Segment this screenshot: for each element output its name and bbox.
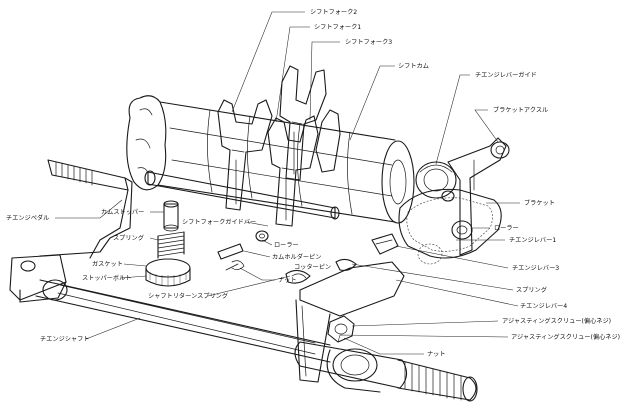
label-shift-fork-3: シフトフォーク3 (345, 39, 392, 46)
label-collar-pin: コッターピン (294, 263, 331, 271)
leader-lines (55, 11, 520, 355)
label-shift-drum: シフトカム (398, 63, 429, 70)
label-adjust-screw-1: アジャスティングスクリュー(偏心ネジ) (502, 317, 611, 325)
change-shaft-drawing (35, 279, 478, 402)
small-parts-drawing (145, 200, 311, 287)
label-return-spring: シャフトリターンスプリング (148, 292, 228, 300)
label-shift-fork-1: シフトフォーク1 (314, 24, 361, 31)
label-change-shaft: チエンジシャフト (40, 336, 90, 343)
label-shift-fork-2: シフトフォーク2 (310, 9, 357, 16)
bracket-assembly-drawing (295, 137, 510, 383)
label-adjust-screw-2: アジャスティングスクリュー(偏心ネジ) (511, 333, 620, 341)
label-roller-1: ローラー (274, 242, 299, 249)
label-change-lever-3: チエンジレバー3 (512, 265, 559, 272)
label-spring-2: スプリング (516, 286, 547, 294)
label-spring-1: スプリング (113, 234, 144, 242)
label-bracket-axle: ブラケットアクスル (493, 106, 548, 114)
change-pedal-drawing (9, 159, 133, 303)
label-gasket: ガスケット (92, 260, 123, 268)
label-stopper-bolt: ストッパーボルト (82, 274, 132, 282)
label-roller-2: ローラー (494, 225, 519, 232)
label-nut-2: ナット (427, 351, 446, 358)
label-bracket: ブラケット (524, 199, 555, 207)
part-labels: シフトフォーク2 シフトフォーク1 シフトフォーク3 シフトカム チエンジレバー… (6, 9, 620, 358)
label-change-pedal: チエンジペダル (6, 214, 49, 222)
label-change-lever-4: チエンジレバー4 (520, 303, 567, 310)
label-fork-guide-bar: シフトフォークガイドバー (182, 218, 256, 226)
shift-forks-drawing (217, 65, 341, 227)
label-change-lever-1: チエンジレバー1 (509, 237, 556, 244)
label-cam-stopper: カムストッパー (101, 209, 144, 216)
shift-drum-drawing (126, 95, 415, 224)
label-change-lever-guide: チエンジレバーガイド (475, 71, 537, 79)
label-nut-1: ナット (278, 277, 297, 284)
label-cam-holder-pin: カムホルダーピン (272, 253, 322, 261)
